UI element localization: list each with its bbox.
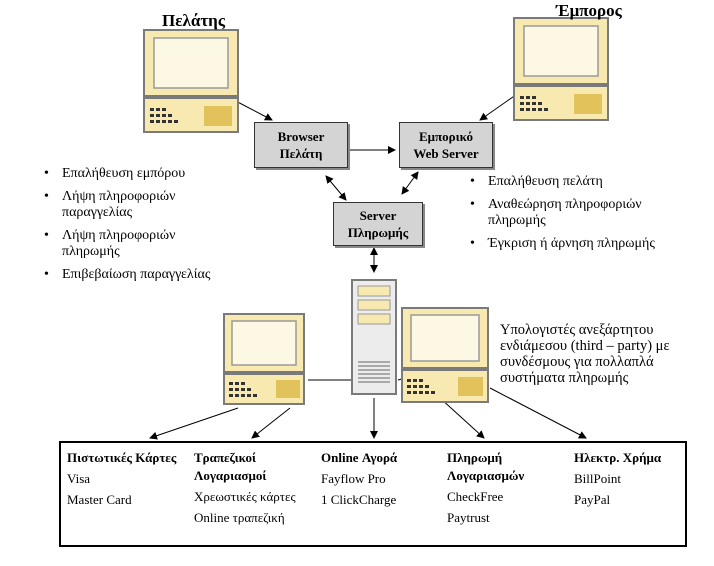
browser-payment-arrow: [325, 175, 347, 201]
category-item: 1 ClickCharge: [321, 492, 397, 507]
web-server-line2: Web Server: [413, 146, 479, 161]
merchant-title: Έμπορος: [556, 1, 622, 20]
category-item: Fayflow Pro: [321, 471, 386, 486]
to-bank-accounts-arrow: [251, 407, 291, 439]
client-task: Λήψη πληροφοριών πληρωμής: [36, 228, 236, 260]
payment-category-online-shopping: Online Αγορά Fayflow Pro 1 ClickCharge: [321, 449, 431, 509]
client-title: Πελάτης: [162, 11, 225, 30]
client-computer-icon: [143, 29, 239, 133]
merchant-task: Έγκριση ή άρνηση πληρωμής: [462, 236, 702, 252]
client-task: Επιβεβαίωση παραγγελίας: [36, 267, 236, 283]
category-header: Ηλεκτρ. Χρήμα: [574, 450, 662, 465]
category-item: Paytrust: [447, 510, 490, 525]
client-task: Επαλήθευση εμπόρου: [36, 166, 236, 182]
client-task-list: Επαλήθευση εμπόρου Λήψη πληροφοριών παρα…: [36, 166, 236, 290]
category-header: Πληρωμή Λογαριασμών: [447, 450, 525, 483]
client-browser-line1: Browser: [277, 129, 325, 144]
client-browser-box: Browser Πελάτη: [254, 122, 348, 168]
category-item: CheckFree: [447, 489, 504, 504]
third-party-server-icon: [351, 279, 397, 395]
category-item: Online τραπεζική: [194, 510, 285, 525]
category-item: Visa: [67, 471, 91, 486]
payment-category-e-money: Ηλεκτρ. Χρήμα BillPoint PayPal: [574, 449, 684, 509]
payment-category-credit-cards: Πιστωτικές Κάρτες Visa Master Card: [67, 449, 177, 509]
payment-server-line1: Server: [359, 208, 397, 223]
merchant-computer-icon: [513, 17, 609, 121]
category-header: Πιστωτικές Κάρτες: [67, 450, 177, 465]
payment-systems-table: Πιστωτικές Κάρτες Visa Master Card Τραπε…: [59, 441, 687, 547]
merchant-task-list: Επαλήθευση πελάτη Αναθεώρηση πληροφοριών…: [462, 174, 702, 259]
third-party-note: Υπολογιστές ανεξάρτητου ενδιάμεσου (thir…: [500, 322, 670, 386]
web-server-line1: Εμπορικό: [419, 129, 473, 144]
merchant-task: Επαλήθευση πελάτη: [462, 174, 702, 190]
category-header: Online Αγορά: [321, 450, 398, 465]
category-item: Master Card: [67, 492, 132, 507]
to-credit-cards-arrow: [149, 407, 239, 440]
third-party-right-computer-icon: [401, 307, 489, 403]
merchant-web-server-box: Εμπορικό Web Server: [399, 122, 493, 168]
to-e-money-arrow: [489, 387, 587, 439]
webserver-payment-arrow: [401, 171, 419, 195]
category-item: Χρεωστικές κάρτες: [194, 489, 296, 504]
payment-category-bank-accounts: Τραπεζικοί Λογαριασμοί Χρεωστικές κάρτες…: [194, 449, 314, 527]
client-browser-line2: Πελάτη: [279, 146, 323, 161]
third-party-left-computer-icon: [223, 313, 305, 405]
payment-category-bill-payment: Πληρωμή Λογαριασμών CheckFree Paytrust: [447, 449, 557, 527]
merchant-task: Αναθεώρηση πληροφοριών πληρωμής: [462, 197, 702, 229]
client-task: Λήψη πληροφοριών παραγγελίας: [36, 189, 236, 221]
to-bill-payment-arrow: [439, 397, 485, 439]
payment-server-box: Server Πληρωμής: [333, 202, 423, 246]
category-item: BillPoint: [574, 471, 621, 486]
category-item: PayPal: [574, 492, 611, 507]
category-header: Τραπεζικοί Λογαριασμοί: [194, 450, 267, 483]
payment-server-line2: Πληρωμής: [347, 225, 409, 240]
